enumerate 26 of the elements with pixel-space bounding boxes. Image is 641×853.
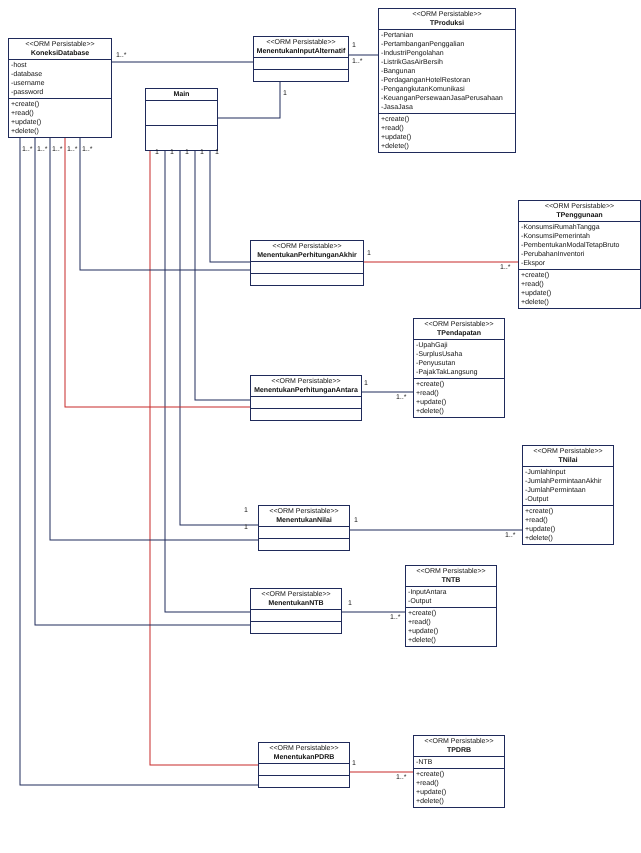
association-line — [64, 138, 250, 408]
class-box — [250, 375, 362, 421]
class-box — [250, 240, 364, 286]
association-line — [210, 150, 250, 262]
association-line — [80, 138, 250, 270]
association-line — [348, 54, 378, 56]
association-line — [218, 82, 280, 118]
association-line — [164, 150, 250, 612]
association-line — [150, 150, 258, 766]
class-box — [518, 200, 641, 309]
class-box — [145, 88, 218, 151]
class-box — [258, 742, 350, 788]
class-box — [378, 8, 516, 153]
association-line — [180, 150, 258, 526]
class-box — [253, 36, 349, 82]
class-box — [405, 565, 497, 647]
association-line — [20, 138, 258, 786]
association-line — [194, 150, 250, 400]
class-box — [8, 38, 112, 138]
association-line — [50, 138, 258, 540]
class-box — [258, 505, 350, 551]
class-box — [413, 735, 505, 808]
class-box — [413, 318, 505, 418]
class-box — [250, 588, 342, 634]
association-line — [34, 138, 250, 626]
class-box — [522, 445, 614, 545]
